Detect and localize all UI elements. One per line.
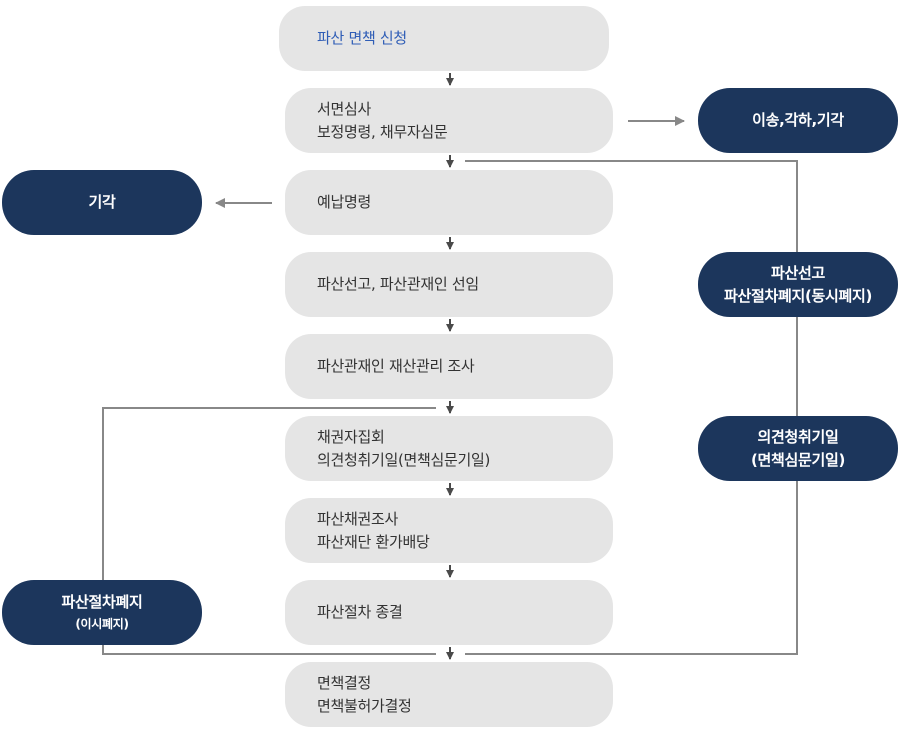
step-9-line-1: 면책결정: [317, 673, 372, 692]
step-bankruptcy-declaration: 파산선고, 파산관재인 선임: [285, 252, 613, 317]
abolition-after-title: 파산절차폐지: [61, 593, 143, 611]
step-claims-investigation: 파산채권조사 파산재단 환가배당: [285, 498, 613, 563]
opinion-hearing-line-1: 의견청취기일: [757, 427, 839, 446]
step-2-line-1: 서면심사: [317, 99, 372, 118]
left-connector: [102, 407, 436, 655]
step-8-line-1: 파산절차 종결: [317, 603, 403, 621]
simultaneous-abolition-box: 파산선고 파산절차폐지(동시폐지): [698, 252, 898, 317]
step-9-line-2: 면책불허가결정: [317, 696, 412, 715]
dismissal-box: 이송,각하,기각: [698, 88, 898, 153]
step-creditors-meeting: 채권자집회 의견청취기일(면책심문기일): [285, 416, 613, 481]
step-document-review: 서면심사 보정명령, 채무자심문: [285, 88, 613, 153]
dismissal-label: 이송,각하,기각: [752, 111, 844, 129]
rejection-box: 기각: [2, 170, 202, 235]
step-5-line-1: 파산관재인 재산관리 조사: [317, 357, 475, 375]
abolition-after-note: (이시폐지): [75, 617, 129, 631]
simultaneous-abolition-line-1: 파산선고: [770, 263, 825, 282]
step-3-line-1: 예납명령: [317, 193, 372, 211]
step-prepayment-order: 예납명령: [285, 170, 613, 235]
step-discharge-decision: 면책결정 면책불허가결정: [285, 662, 613, 727]
simultaneous-abolition-line-2: 파산절차폐지(동시폐지): [723, 286, 873, 305]
step-6-line-1: 채권자집회: [317, 427, 385, 446]
step-7-line-1: 파산채권조사: [317, 509, 399, 528]
step-trustee-investigation: 파산관재인 재산관리 조사: [285, 334, 613, 399]
step-4-line-1: 파산선고, 파산관재인 선임: [317, 275, 479, 293]
right-connector: [465, 160, 798, 655]
abolition-after-box: 파산절차폐지 (이시폐지): [2, 580, 202, 645]
opinion-hearing-line-2: (면책심문기일): [750, 450, 846, 469]
step-1-line-1: 파산 면책 신청: [317, 29, 407, 47]
step-2-line-2: 보정명령, 채무자심문: [317, 122, 448, 141]
step-6-line-2: 의견청취기일(면책심문기일): [317, 450, 491, 469]
rejection-label: 기각: [88, 193, 116, 211]
step-procedure-termination: 파산절차 종결: [285, 580, 613, 645]
step-bankruptcy-application: 파산 면책 신청: [279, 6, 609, 71]
step-7-line-2: 파산재단 환가배당: [317, 532, 430, 551]
opinion-hearing-box: 의견청취기일 (면책심문기일): [698, 416, 898, 481]
